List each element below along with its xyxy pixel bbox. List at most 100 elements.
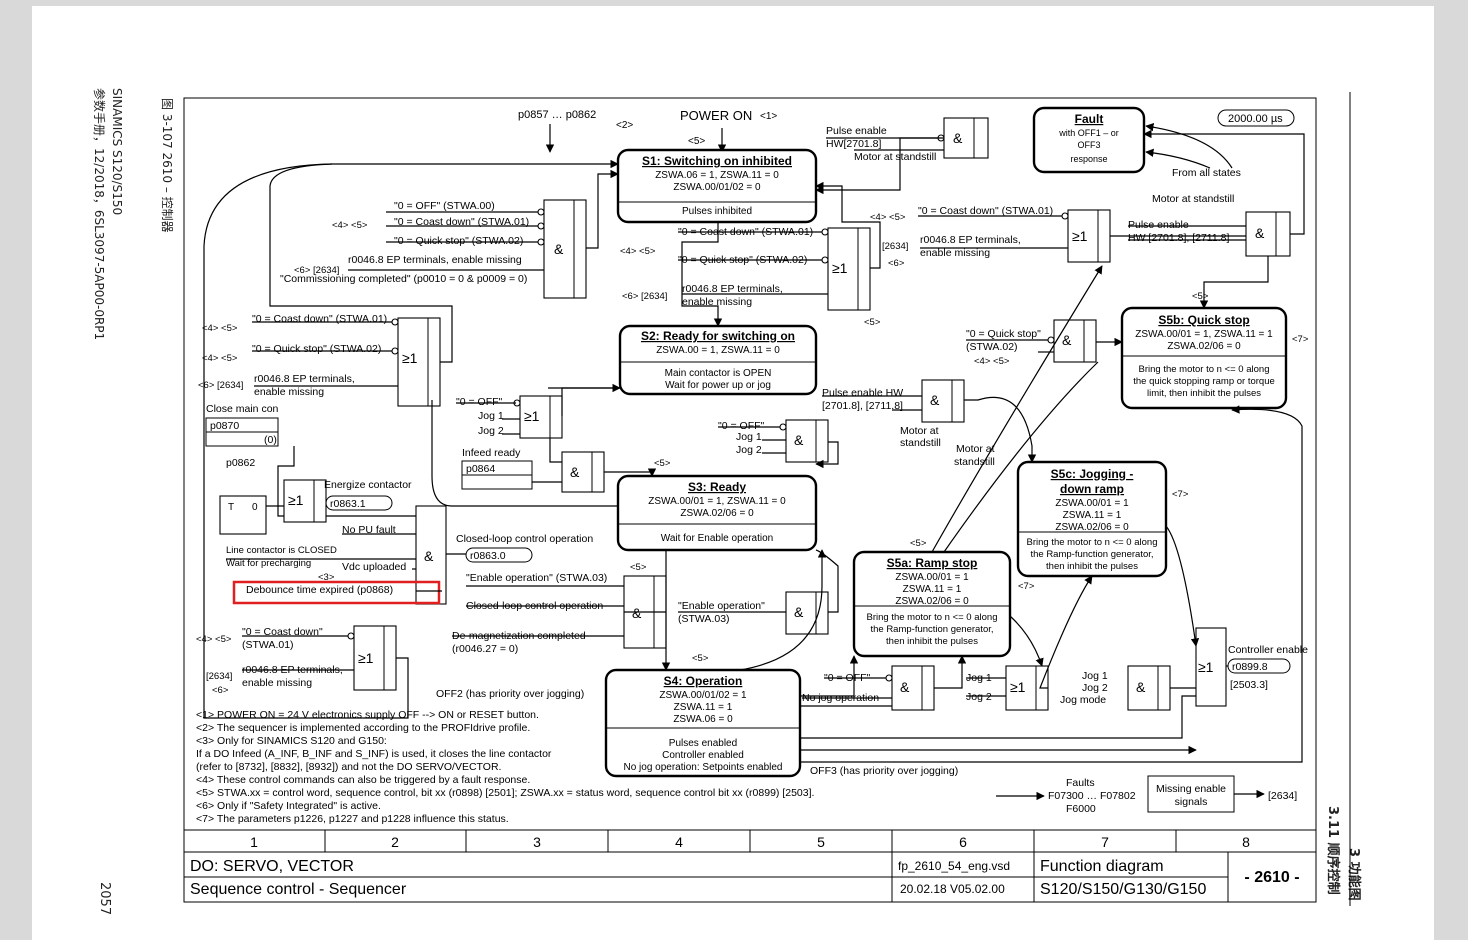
gate-and-jog-mid: & — [785, 419, 829, 463]
lbl-pulse-hw: Pulse enable HW — [822, 387, 903, 399]
gate-or-bottom-left: ≥1 — [353, 625, 397, 691]
s2-line1: ZSWA.00 = 1, ZSWA.11 = 0 — [656, 345, 780, 356]
lbl-off3: OFF3 (has priority over jogging) — [810, 765, 958, 777]
lbl-ep-r2: enable missing — [920, 247, 990, 259]
s5b-line1: ZSWA.00/01 = 1, ZSWA.11 = 1 — [1135, 329, 1273, 340]
col-6: 6 — [959, 834, 967, 850]
lbl-p0864: p0864 — [466, 463, 495, 475]
gate-and-top-left: & — [543, 199, 587, 299]
state-s1: S1: Switching on inhibited ZSWA.06 = 1, … — [616, 148, 818, 224]
gate-symbol: & — [794, 604, 804, 620]
lbl-off0-a: "0 = OFF" — [456, 396, 503, 408]
gate-symbol: & — [570, 464, 580, 480]
ref5-s1: <5> — [688, 136, 705, 147]
lbl-jog2-a: Jog 2 — [478, 425, 504, 437]
sample-time-box — [1217, 109, 1295, 127]
lbl-ref5-s3: <5> — [654, 458, 671, 469]
lbl-ref5-s2: <5> — [864, 317, 881, 328]
s3-title: S3: Ready — [688, 480, 746, 494]
gate-symbol: & — [930, 392, 940, 408]
s5c-line3: ZSWA.02/06 = 0 — [1055, 522, 1129, 533]
lbl-ep-bl2: enable missing — [242, 677, 312, 689]
lbl-ref-2634-bl: [2634] — [206, 671, 232, 682]
footer-number: - 2610 - — [1244, 869, 1299, 886]
lbl-ep-l1: r0046.8 EP terminals, — [254, 373, 355, 385]
s4-line1: ZSWA.00/01/02 = 1 — [659, 690, 747, 701]
state-s5a: S5a: Ramp stop ZSWA.00/01 = 1 ZSWA.11 = … — [852, 550, 1012, 658]
lbl-r08630: r0863.0 — [470, 550, 506, 562]
lbl-quick-stwa02: "0 = Quick stop" (STWA.02) — [394, 235, 523, 247]
s5c-status3: then inhibit the pulses — [1046, 561, 1138, 572]
lbl-motor-ss4: standstill — [954, 456, 995, 468]
note-3b: (refer to [8732], [8832], [8932]) and no… — [196, 761, 501, 773]
lbl-close-main: Close main con — [206, 403, 279, 415]
timer-t: T — [228, 502, 234, 513]
gate-or-left: ≥1 — [397, 317, 441, 407]
lbl-pulse-en-hw: HW[2701.8] — [826, 138, 882, 150]
lbl-motor-standstill2: Motor at standstill — [1152, 193, 1234, 205]
lbl-p0870: p0870 — [210, 420, 239, 432]
lbl-f-range: F07300 … F07802 — [1048, 790, 1136, 802]
lbl-off-stwa00: "0 = OFF" (STWA.00) — [394, 200, 495, 212]
lbl-ref5-cl: <5> — [630, 562, 647, 573]
lbl-cl-ctrl: Closed-loop control operation — [456, 533, 593, 545]
s5b-status2: the quick stopping ramp or torque — [1133, 376, 1275, 387]
lbl-refs45-bl: <4> <5> — [196, 634, 232, 645]
power-on-ref: <1> — [760, 111, 777, 122]
lbl-missing-en: Missing enable — [1156, 783, 1226, 795]
lbl-pulse-en2-hw: HW [2701.8], [2711.8] — [1128, 232, 1229, 244]
debounce-highlight — [232, 580, 441, 605]
lbl-p0870-val: (0) — [264, 434, 277, 446]
state-s5b: S5b: Quick stop ZSWA.00/01 = 1, ZSWA.11 … — [1120, 306, 1288, 410]
gate-and-precharge: & — [415, 505, 447, 605]
gate-or-energize: ≥1 — [283, 479, 327, 523]
s5a-status2: the Ramp-function generator, — [870, 624, 993, 635]
state-s3: S3: Ready ZSWA.00/01 = 1, ZSWA.11 = 0 ZS… — [616, 474, 818, 552]
lbl-coast-l: "0 = Coast down" (STWA.01) — [252, 313, 387, 325]
s2-status2: Wait for power up or jog — [665, 380, 771, 391]
s5c-line2: ZSWA.11 = 1 — [1063, 510, 1122, 521]
s5b-title: S5b: Quick stop — [1158, 313, 1249, 327]
lbl-off2: OFF2 (has priority over jogging) — [436, 688, 584, 700]
gate-or-top-mid: ≥1 — [827, 227, 871, 311]
gate-symbol: ≥1 — [524, 408, 540, 424]
gate-symbol: ≥1 — [358, 650, 374, 666]
lbl-wait-pre: Wait for precharging — [226, 558, 311, 569]
gate-symbol: ≥1 — [1010, 679, 1026, 695]
gate-symbol: & — [1062, 332, 1072, 348]
lbl-debounce: Debounce time expired (p0868) — [246, 584, 393, 596]
lbl-jog1-b: Jog 1 — [736, 431, 762, 443]
lbl-ep-l2: enable missing — [254, 386, 324, 398]
note-4: <4> These control commands can also be t… — [196, 774, 530, 786]
gate-and-enable-op: & — [785, 591, 829, 635]
s4-status2: Controller enabled — [662, 750, 744, 761]
gate-and-jogmode: & — [1127, 665, 1171, 711]
lbl-infeed: Infeed ready — [462, 447, 521, 459]
gate-and-pulsehw: & — [921, 379, 965, 423]
timer-0: 0 — [252, 502, 258, 513]
power-on-label: POWER ON — [680, 108, 752, 123]
s5a-title: S5a: Ramp stop — [887, 556, 978, 570]
lbl-motor-ss3: Motor at — [956, 443, 995, 455]
gate-and-fault: & — [943, 117, 989, 159]
s4-line2: ZSWA.11 = 1 — [674, 702, 733, 713]
gate-and-infeed: & — [561, 451, 605, 493]
lbl-jog2-c: Jog 2 — [966, 691, 992, 703]
state-s2: S2: Ready for switching on ZSWA.00 = 1, … — [618, 324, 818, 396]
footer-file: fp_2610_54_eng.vsd — [898, 859, 1010, 873]
s4-status: Pulses enabled — [669, 738, 737, 749]
lbl-ref25033: [2503.3] — [1230, 679, 1268, 691]
gate-symbol: & — [1255, 225, 1265, 241]
s5b-status3: limit, then inhibit the pulses — [1147, 388, 1261, 399]
gate-symbol: ≥1 — [1072, 228, 1088, 244]
s4-line3: ZSWA.06 = 0 — [673, 714, 733, 725]
lbl-ref-2634: [2634] — [882, 241, 908, 252]
lbl-p0862: p0862 — [226, 457, 255, 469]
s5a-line3: ZSWA.02/06 = 0 — [895, 596, 969, 607]
lbl-refs45-l2: <4> <5> — [202, 353, 238, 364]
lbl-coast-bl2: (STWA.01) — [242, 639, 294, 651]
gate-and-quick: & — [1053, 319, 1097, 363]
lbl-ref7-s5c: <7> — [1172, 489, 1189, 500]
s1-line2: ZSWA.00/01/02 = 0 — [673, 182, 761, 193]
lbl-ref-l6: <6> [2634] — [198, 380, 243, 391]
